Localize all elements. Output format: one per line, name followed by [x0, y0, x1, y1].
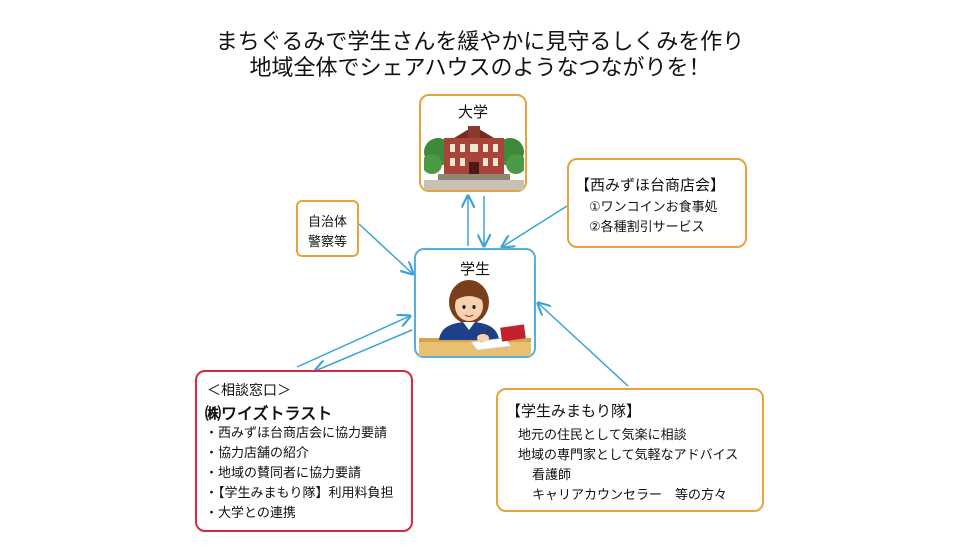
consultation-header: ＜相談窓口＞ — [207, 383, 291, 399]
municipality-line-1: 自治体 — [307, 215, 347, 230]
arrow-student-to-consultation — [315, 329, 413, 371]
municipality-line-2: 警察等 — [307, 235, 347, 250]
shop-item: ①ワンコインお食事処 — [589, 200, 718, 215]
consultation-box: ＜相談窓口＞ ㈱ワイズトラスト ・西みずほ台商店会に協力要請 ・協力店舗の紹介 … — [195, 370, 413, 532]
patrol-title: 【学生みまもり隊】 — [506, 402, 642, 420]
consultation-item: ・西みずほ台商店会に協力要請 — [205, 426, 388, 441]
student-illustration — [419, 280, 531, 356]
title-line-2: 地域全体でシェアハウスのようなつながりを！ — [249, 56, 711, 81]
university-box: 大学 — [419, 94, 527, 192]
patrol-line: 看護師 — [532, 468, 572, 483]
shopping-association-box: 【西みずほ台商店会】 ①ワンコインお食事処 ②各種割引サービス — [567, 158, 747, 248]
patrol-line: 地元の住民として気楽に相談 — [518, 428, 687, 443]
patrol-line: 地域の専門家として気軽なアドバイス — [518, 448, 739, 463]
arrow-municipality-to-student — [358, 223, 413, 274]
arrow-patrol-to-student — [538, 303, 629, 387]
consultation-item: ・大学との連携 — [205, 506, 296, 521]
consultation-item: ・【学生みまもり隊】利用料負担 — [205, 486, 394, 501]
shop-item: ②各種割引サービス — [589, 220, 705, 235]
consultation-item: ・協力店舗の紹介 — [205, 446, 310, 461]
consultation-item: ・地域の賛同者に協力要請 — [205, 466, 362, 481]
student-box: 学生 — [414, 248, 536, 358]
company-name: ㈱ワイズトラスト — [205, 404, 333, 423]
municipality-box: 自治体 警察等 — [296, 200, 359, 257]
student-label: 学生 — [459, 260, 490, 278]
arrow-shop-to-student — [502, 205, 568, 247]
shop-title: 【西みずほ台商店会】 — [575, 176, 726, 194]
title-line-1: まちぐるみで学生さんを緩やかに見守るしくみを作り — [215, 30, 745, 55]
arrow-consultation-to-student — [296, 316, 410, 368]
university-label: 大学 — [457, 103, 488, 121]
university-building-image — [424, 124, 524, 190]
student-patrol-box: 【学生みまもり隊】 地元の住民として気楽に相談 地域の専門家として気軽なアドバイ… — [496, 388, 764, 512]
patrol-line: キャリアカウンセラー 等の方々 — [532, 488, 728, 503]
